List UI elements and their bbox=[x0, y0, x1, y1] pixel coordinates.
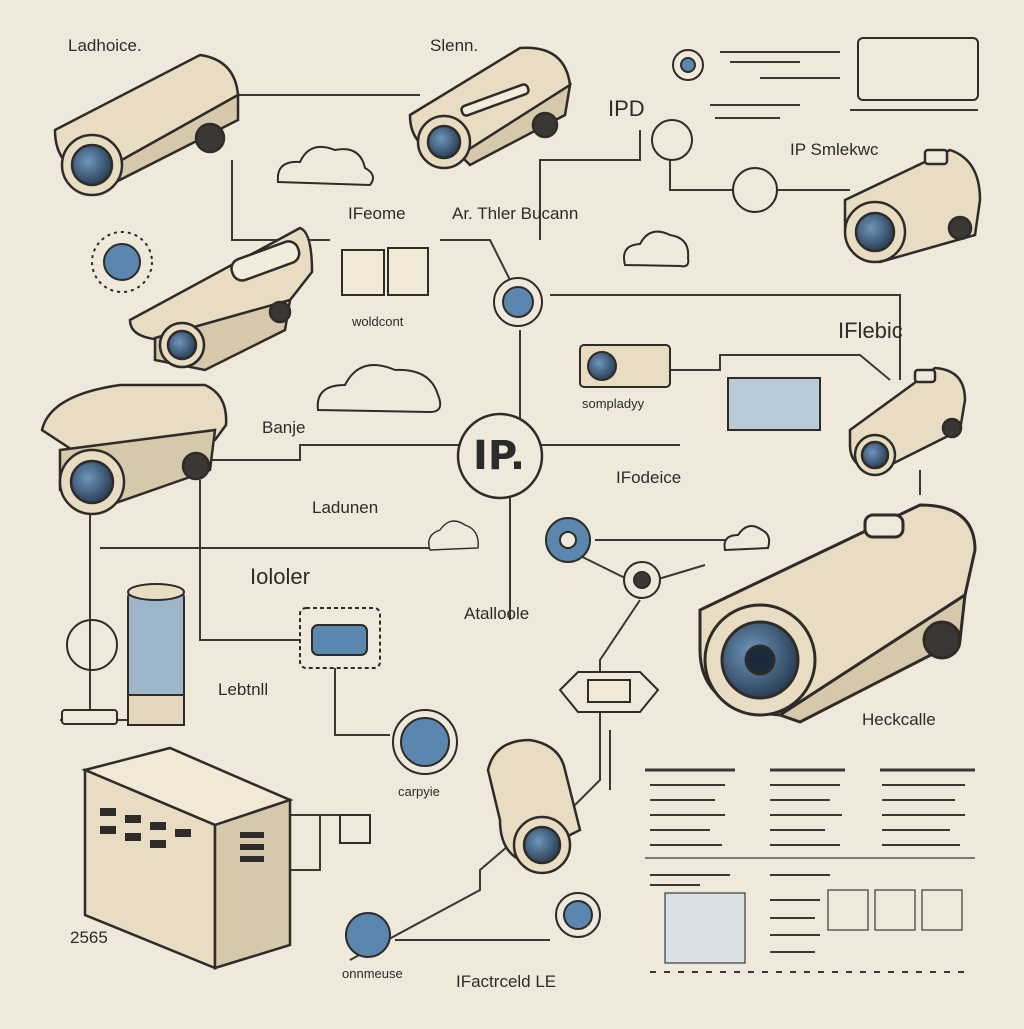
camera-bottom-vertical bbox=[486, 738, 582, 875]
label-iololer: Iololer bbox=[250, 564, 310, 589]
network-node-icons bbox=[66, 49, 778, 958]
label-ip-sensor: IP Smlekwc bbox=[790, 140, 879, 159]
camera-right-small bbox=[848, 366, 967, 477]
storage-cylinder bbox=[61, 583, 185, 726]
label-lebtnll: Lebtnll bbox=[218, 680, 269, 699]
label-banje: Banje bbox=[262, 418, 306, 437]
label-top-left: Ladhoice. bbox=[68, 36, 142, 55]
camera-right-upper bbox=[843, 148, 982, 264]
label-ifebic: IFlebic bbox=[838, 318, 903, 343]
label-atalloole: Atalloole bbox=[464, 604, 530, 623]
center-ip-node bbox=[456, 412, 544, 500]
top-right-annotations bbox=[710, 51, 978, 119]
label-feome: IFeome bbox=[348, 204, 406, 223]
info-panels bbox=[645, 768, 975, 973]
label-sompladyy: sompladyy bbox=[582, 396, 645, 411]
label-heckcalle: Heckcalle bbox=[862, 710, 936, 729]
cloud-icons bbox=[276, 146, 771, 552]
camera-left-middle bbox=[40, 383, 228, 516]
center-ip-label: IP. bbox=[472, 433, 526, 479]
label-top-center: Slenn. bbox=[430, 36, 479, 55]
camera-top-center bbox=[408, 46, 572, 170]
label-fodeice: IFodeice bbox=[616, 468, 682, 487]
label-bottom-left-code: 2565 bbox=[70, 928, 108, 947]
label-carpyie: carpyie bbox=[398, 784, 440, 799]
camera-left-wedge bbox=[128, 226, 314, 372]
connector-lines bbox=[60, 94, 921, 961]
label-bottom-center: IFactrceld LE bbox=[456, 972, 557, 991]
label-ipd: IPD bbox=[608, 96, 645, 121]
label-woldcont: woldcont bbox=[352, 314, 404, 329]
misc-devices bbox=[299, 37, 979, 844]
server-box bbox=[81, 746, 294, 970]
camera-top-left bbox=[53, 53, 240, 197]
label-filter-bucann: Ar. Thler Bucann bbox=[452, 204, 579, 223]
label-ladunen: Ladunen bbox=[312, 498, 379, 517]
label-bottom-left-small: onnmeuse bbox=[342, 966, 403, 981]
camera-large-right bbox=[698, 503, 977, 724]
